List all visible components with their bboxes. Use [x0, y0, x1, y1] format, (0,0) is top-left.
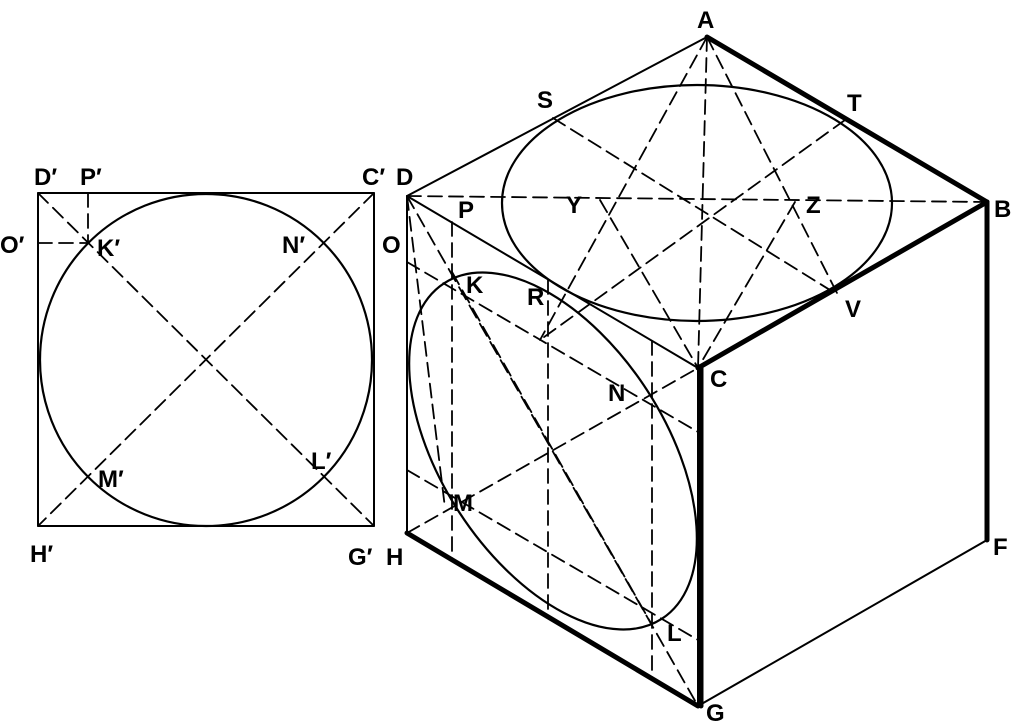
label-h: H [386, 544, 403, 571]
label-m-prime: M′ [98, 466, 124, 493]
left-diagonal-dg [406, 195, 699, 707]
left-line-h-l [406, 469, 699, 641]
label-g: G [706, 700, 725, 727]
label-r: R [527, 284, 544, 311]
cube-labels: A S T D P Y Z B O K R V N C M H L F G [382, 7, 1011, 727]
label-v: V [845, 296, 861, 323]
left-line-o-n [406, 261, 699, 433]
label-a: A [697, 7, 714, 34]
label-m: M [453, 490, 473, 517]
cube-edge-gf [697, 539, 988, 707]
label-d-prime: D′ [34, 164, 57, 191]
left-line-d-m [406, 195, 446, 509]
top-diagonal-ac [697, 36, 708, 369]
cube-edge-bc [695, 199, 990, 371]
label-f: F [993, 534, 1008, 561]
square-view [37, 192, 375, 528]
left-line-k-l [451, 271, 653, 626]
cube-edge-ab [704, 34, 990, 205]
top-line-a-y [539, 36, 708, 341]
label-b: B [994, 196, 1011, 223]
top-face-ellipse [500, 83, 894, 323]
label-z: Z [806, 192, 821, 219]
label-c-prime: C′ [362, 164, 385, 191]
label-g-prime: G′ [348, 544, 373, 571]
inscribed-circle [38, 192, 374, 528]
label-s: S [537, 87, 553, 114]
label-h-prime: H′ [30, 541, 53, 568]
label-y: Y [566, 192, 582, 219]
cube-view [404, 34, 990, 709]
top-line-y-c [599, 199, 699, 369]
label-k: K [466, 272, 484, 299]
label-l: L [667, 620, 682, 647]
square-diagonal-2 [37, 192, 375, 527]
label-o-prime: O′ [0, 232, 25, 259]
label-c: C [710, 366, 727, 393]
label-o: O [382, 232, 401, 259]
top-line-t-r [539, 119, 846, 341]
label-n: N [608, 380, 625, 407]
top-line-a-z [706, 36, 839, 296]
top-line-z-c [697, 201, 796, 369]
cube-edge-hg [404, 530, 701, 709]
label-d: D [396, 164, 413, 191]
label-n-prime: N′ [282, 232, 305, 259]
label-p-prime: P′ [80, 164, 102, 191]
label-k-prime: K′ [97, 235, 120, 262]
top-line-s-v [552, 117, 839, 296]
label-t: T [847, 90, 862, 117]
cube-top-left-edges [406, 36, 708, 197]
square-labels: D′ P′ C′ O′ K′ N′ M′ L′ H′ G′ [0, 164, 385, 571]
label-p: P [458, 197, 474, 224]
label-l-prime: L′ [311, 448, 332, 475]
top-diagonal-db [406, 195, 988, 203]
left-diagonal-hc [406, 367, 699, 534]
